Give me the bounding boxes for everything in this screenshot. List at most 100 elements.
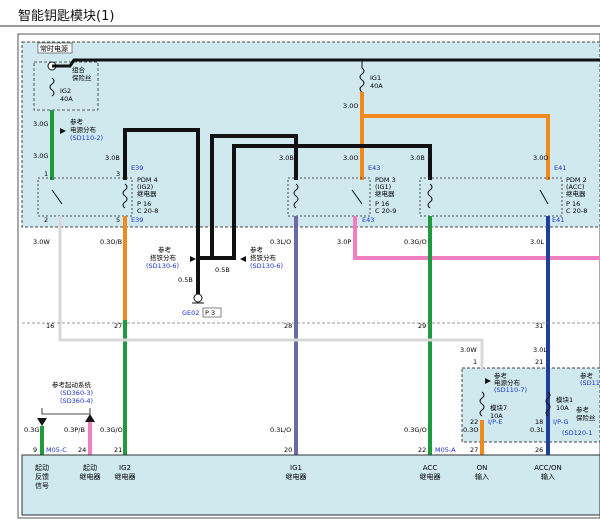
wire-30b-c: 3.0B: [410, 154, 425, 162]
hot-box-frame: [37, 42, 73, 54]
label-accon: ACC/ON: [534, 464, 562, 472]
conn-e43-bot: E43: [362, 216, 374, 224]
pdm2-c208: C 20-8: [566, 207, 587, 215]
ig2-fuse-box: [33, 61, 99, 111]
pdm2-sub2: 继电器: [566, 189, 586, 198]
wire-30g-b: 3.0G: [33, 152, 48, 160]
ig1-fuse-amp: 40A: [370, 82, 383, 90]
wire-03g: 0.3G: [24, 426, 39, 434]
start-down-arrow-icon: [37, 418, 47, 426]
label-start-fb3: 信号: [35, 481, 49, 490]
label-start-rel2: 继电器: [80, 472, 101, 481]
wire-30o-b: 3.0O: [343, 154, 358, 162]
ig2-fuse-symbol: [49, 77, 55, 97]
wire-05b-b: 0.5B: [178, 276, 193, 284]
start-ref2: (SD360-4): [60, 397, 93, 405]
label-start-rel: 起动: [83, 463, 97, 472]
label-ig2-2: 继电器: [115, 472, 136, 481]
pin-27b: 27: [470, 446, 478, 454]
pdm4-switch-icon: [51, 189, 63, 205]
label-acc-2: 继电器: [420, 472, 441, 481]
conn-m05a: M05-A: [435, 446, 456, 454]
module7-fuse-icon: [479, 391, 485, 417]
pin-22b: 22: [470, 418, 478, 426]
ref-label2: 参考: [494, 371, 508, 380]
pin-9: 9: [33, 446, 37, 454]
module7-amp: 10A: [490, 412, 503, 420]
pdm3-sub2: 继电器: [375, 189, 395, 198]
pin-20: 20: [284, 446, 292, 454]
ref-arrow-icon: [60, 128, 66, 134]
pdm3-relay-box: [287, 177, 371, 217]
ground-ref1-right: 参考: [250, 245, 264, 254]
ground-ge02: GE02: [182, 309, 199, 317]
ground-code-right: (SD130-6): [250, 262, 283, 270]
pin-22a: 22: [418, 446, 426, 454]
pdm3-sub: (IG1): [375, 183, 391, 191]
ground-ref1-left: 参考: [158, 245, 172, 254]
pin-24: 24: [78, 446, 86, 454]
pdm2-sub: (ACC): [566, 183, 584, 191]
label-ig1-2: 继电器: [286, 472, 307, 481]
label-ig1: IG1: [290, 464, 302, 472]
wire-30w-b: 3.0W: [460, 346, 477, 354]
black-wire-pdm2-gnd: [198, 144, 432, 260]
title-bar: 智能钥匙模块(1): [0, 0, 600, 24]
label-start-fb2: 反馈: [35, 472, 49, 481]
ref-fuse-code: (SD120-1: [562, 429, 593, 437]
pdm2-switch-icon: [539, 189, 549, 205]
wire-30b-a: 3.0B: [105, 154, 120, 162]
wire-03pb: 0.3P/B: [64, 426, 85, 434]
pdm4-pin5: 5: [116, 216, 120, 224]
wire-03go-c: 0.3G/O: [404, 426, 427, 434]
start-ref-bracket: [41, 408, 91, 415]
pdm4-pin1: 1: [44, 170, 48, 178]
pdm4-p16: P 16: [137, 200, 151, 208]
conn-pin21: 21: [535, 358, 543, 366]
conn-e39-bot: E39: [131, 216, 143, 224]
pdm4-coil-icon: [122, 183, 128, 209]
label-on-2: 输入: [475, 472, 489, 481]
module1-fuse-icon: [545, 391, 551, 417]
pin-18: 18: [535, 418, 543, 426]
conn-pin1: 1: [473, 358, 477, 366]
module1-label: 模块1: [556, 395, 573, 404]
ground-ref-arrow-left: [190, 256, 196, 262]
pdm2-relay-box: [419, 177, 563, 217]
pdm4-label: PDM 4: [137, 176, 158, 184]
label-accon-2: 输入: [541, 472, 555, 481]
label-ig2: IG2: [119, 464, 131, 472]
conn-e41-bot: E41: [552, 216, 564, 224]
fuse-group-label2: 保险丝: [72, 73, 92, 82]
conn-m05c: M05-C: [46, 446, 67, 454]
pdm4-sub2: 继电器: [137, 189, 157, 198]
wire-03lo: 0.3L/O: [270, 238, 291, 246]
wire-30g-a: 3.0G: [33, 120, 48, 128]
ref-sd-code: (SD11: [580, 379, 600, 387]
pink-wire: [353, 216, 600, 260]
wire-30b-b: 3.0B: [279, 154, 294, 162]
label-start-fb: 起动: [35, 463, 49, 472]
wire-30p: 3.0P: [337, 238, 351, 246]
ref-power-code: (SD110-2): [70, 134, 103, 142]
pdm3-coil-icon: [293, 183, 299, 209]
ig2-fuse-amp: 40A: [60, 95, 73, 103]
conn-pin29: 29: [418, 322, 426, 330]
pdm3-label: PDM 3: [375, 176, 396, 184]
pdm4-pin3: 3: [116, 170, 120, 178]
wire-03ob: 0.3O/B: [100, 238, 122, 246]
conn-ipe: I/P-E: [488, 418, 502, 426]
wire-30o-c: 3.0O: [533, 154, 548, 162]
ref-label3: 参考: [580, 371, 594, 380]
label-on: ON: [477, 464, 488, 472]
pdm2-coil-icon: [427, 183, 433, 209]
wire-03lo-b: 0.3L/O: [270, 426, 291, 434]
label-acc: ACC: [423, 464, 438, 472]
conn-e43-top: E43: [368, 164, 380, 172]
conn-pin27: 27: [114, 322, 122, 330]
wire-30l: 3.0L: [530, 238, 544, 246]
wire-03o: 0.3O: [463, 426, 478, 434]
hot-box-label: 常时电源: [40, 44, 68, 53]
pin-21: 21: [114, 446, 122, 454]
